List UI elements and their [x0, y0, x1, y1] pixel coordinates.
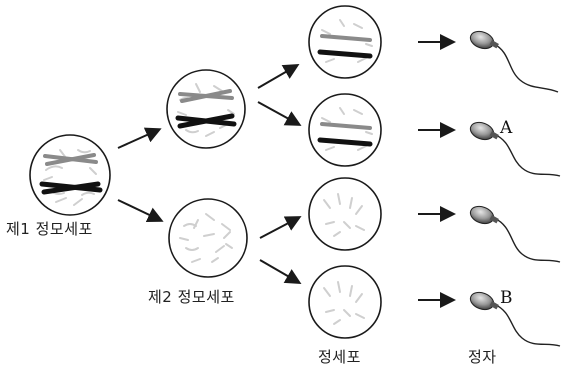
spermatid-cell-3: [308, 177, 382, 251]
primary-spermatocyte-cell: [29, 134, 111, 216]
spermatid-cell-1: [308, 5, 382, 79]
marker-a: A: [500, 118, 513, 138]
division-arrows: [117, 34, 456, 308]
sperm-2: [469, 121, 561, 177]
spermatid-cell-4: [308, 265, 382, 339]
sperm-label: 정자: [468, 348, 497, 366]
gray-chromosome-pair: [43, 153, 98, 166]
secondary-spermatocyte-label: 제2 정모세포: [148, 288, 235, 306]
sperm-1: [469, 30, 559, 93]
secondary-spermatocyte-cell-top: [166, 69, 246, 149]
dark-chromosome-pair: [39, 181, 103, 195]
sperm-3: [469, 205, 561, 263]
spermatid-label: 정세포: [318, 348, 361, 366]
sperm-4: [469, 291, 561, 347]
secondary-spermatocyte-cell-bottom: [168, 198, 248, 278]
marker-b: B: [500, 288, 513, 308]
primary-spermatocyte-label: 제1 정모세포: [6, 220, 93, 238]
gray-chromosome-duplicated: [178, 89, 234, 103]
spermatid-cell-2: [308, 93, 382, 167]
dark-chromosome-duplicated: [175, 113, 237, 129]
